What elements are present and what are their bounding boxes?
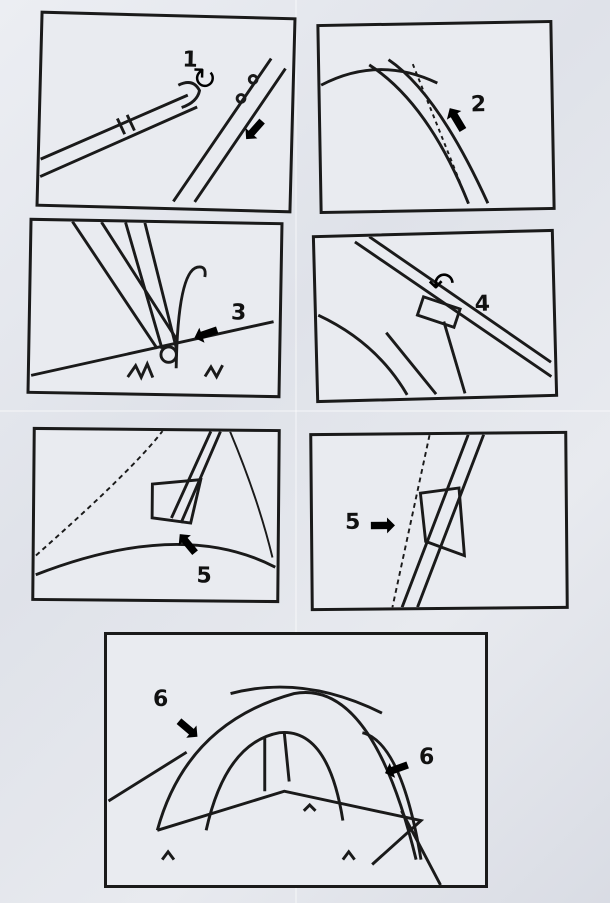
rotate-arrow-icon: ↻: [191, 61, 218, 98]
step-4-illustration: [317, 235, 553, 396]
step-number: 3: [230, 300, 247, 326]
panel-step-5a: 5 ⬆: [31, 426, 281, 604]
step-2-illustration: [320, 58, 490, 205]
step-5b-illustration: [391, 434, 486, 608]
panel-step-3: 3 ⬅: [26, 217, 284, 399]
step-number: 5: [344, 509, 361, 535]
panel-step-2: 2 ⬆: [316, 19, 556, 215]
panel-step-4: 4 ↶: [311, 228, 559, 404]
step-number: 2: [470, 92, 487, 118]
panel-step-5b: 5 ➡: [309, 430, 569, 612]
step-number: 5: [196, 563, 212, 589]
paper-crease: [0, 410, 610, 412]
step-1-illustration: [39, 57, 287, 203]
paper-crease: [295, 0, 297, 903]
arrow-right-icon: ➡: [368, 505, 397, 544]
step-number: 6: [153, 687, 169, 712]
rotate-arrow-icon: ↶: [427, 264, 456, 304]
step-3-illustration: [30, 220, 274, 381]
step-number: 4: [474, 291, 491, 317]
step-number: 6: [419, 745, 435, 770]
step-6-illustration: [107, 685, 442, 885]
panel-step-6: 6 ➡ 6 ⬅: [104, 632, 488, 888]
panel-step-1: 1 ↻ ⬇: [35, 10, 297, 214]
step-5a-illustration: [35, 430, 276, 577]
